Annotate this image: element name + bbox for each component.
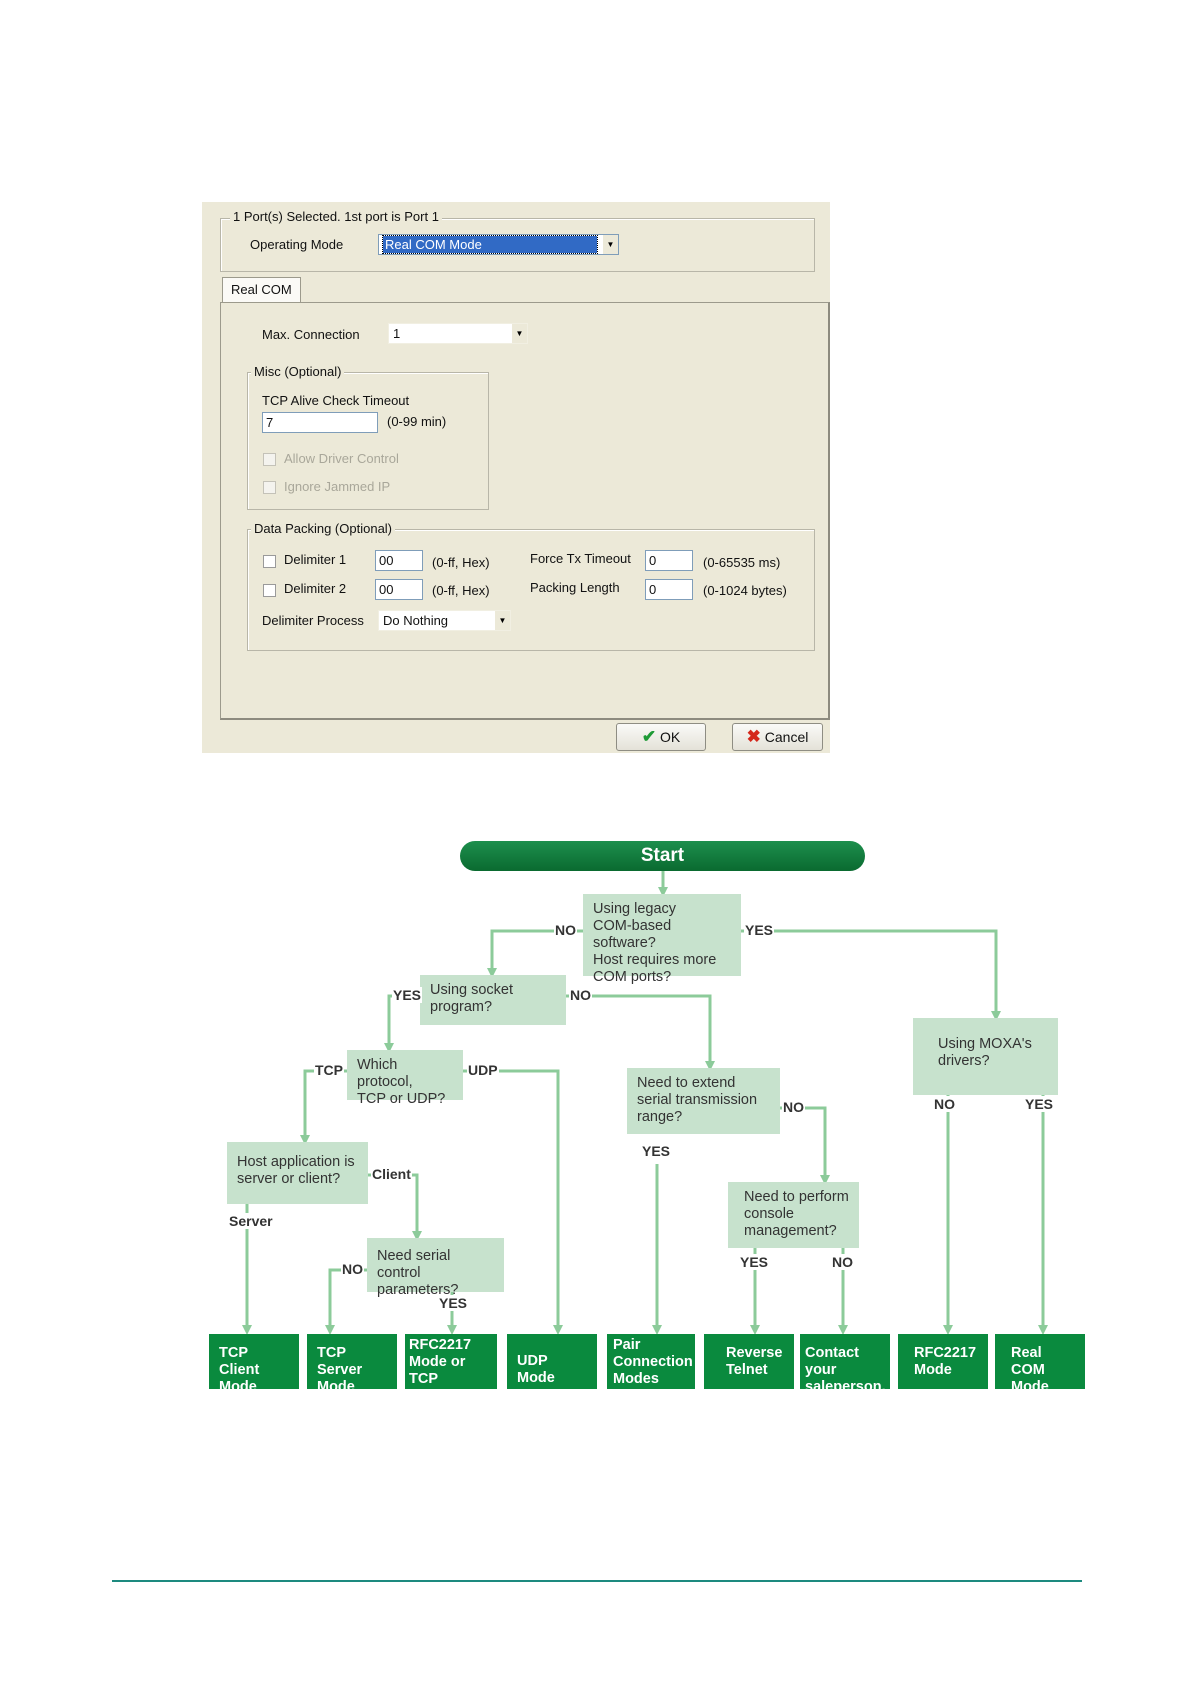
misc-group-title: Misc (Optional) — [251, 364, 345, 379]
packing-length-label: Packing Length — [530, 580, 620, 595]
q-socket-program: Using socket program? — [420, 975, 566, 1025]
port-selection-header: 1 Port(s) Selected. 1st port is Port 1 — [230, 209, 442, 224]
tcp-alive-input[interactable]: 7 — [262, 412, 378, 433]
label-extend-no: NO — [782, 1099, 805, 1115]
label-client: Client — [371, 1166, 412, 1182]
delimiter1-label: Delimiter 1 — [284, 552, 347, 567]
label-moxa-yes: YES — [1024, 1096, 1055, 1112]
label-legacy-yes: YES — [744, 922, 775, 938]
allow-driver-control-label: Allow Driver Control — [284, 451, 399, 466]
label-moxa-no: NO — [933, 1096, 956, 1112]
arrow-client — [368, 1173, 422, 1241]
mode-pair-connection: Pair Connection Modes — [607, 1334, 695, 1389]
delimiter1-checkbox[interactable] — [263, 555, 276, 568]
arrow-tcp — [300, 1069, 347, 1145]
label-console-yes: YES — [739, 1254, 770, 1270]
max-connection-value: 1 — [393, 326, 401, 341]
mode-tcp-server: TCP Server Mode — [307, 1334, 397, 1395]
mode-real-com: Real COM Mode — [995, 1334, 1085, 1395]
tcp-alive-label: TCP Alive Check Timeout — [262, 393, 410, 408]
mode-reverse-telnet: Reverse Telnet — [704, 1334, 794, 1389]
data-packing-title: Data Packing (Optional) — [251, 521, 396, 536]
checkmark-icon: ✔ — [641, 727, 657, 746]
data-packing-group — [247, 529, 815, 651]
arrow-udp — [463, 1069, 563, 1335]
delimiter2-input[interactable]: 00 — [375, 579, 423, 600]
mode-tcp-client: TCP Client Mode — [209, 1334, 299, 1395]
cancel-button[interactable]: ✖ Cancel — [732, 723, 823, 751]
ok-label: OK — [659, 729, 681, 745]
footer-rule — [112, 1580, 1082, 1582]
label-socket-no: NO — [569, 987, 592, 1003]
cancel-label: Cancel — [764, 729, 809, 745]
max-connection-label: Max. Connection — [262, 327, 360, 342]
q-console-management: Need to perform console management? — [728, 1182, 859, 1248]
force-tx-range: (0-65535 ms) — [703, 555, 781, 570]
arrow-extend-no — [780, 1106, 830, 1185]
label-server: Server — [228, 1213, 274, 1229]
arrow-socket-yes — [384, 994, 420, 1053]
label-extend-yes: YES — [641, 1143, 672, 1159]
tcp-alive-range: (0-99 min) — [387, 414, 447, 429]
chevron-down-icon[interactable]: ▼ — [512, 324, 527, 343]
delimiter2-hint: (0-ff, Hex) — [432, 583, 490, 598]
chevron-down-icon[interactable]: ▼ — [495, 611, 510, 630]
mode-contact-salesperson: Contact your saleperson. — [800, 1334, 890, 1395]
packing-length-range: (0-1024 bytes) — [703, 583, 787, 598]
arrow-socket-no — [566, 994, 715, 1071]
delimiter-process-value: Do Nothing — [383, 613, 449, 628]
ok-button[interactable]: ✔ OK — [616, 723, 706, 751]
port-settings-dialog: 1 Port(s) Selected. 1st port is Port 1 O… — [202, 202, 830, 753]
delimiter2-checkbox[interactable] — [263, 584, 276, 597]
misc-group — [247, 372, 489, 510]
tab-real-com[interactable]: Real COM — [222, 277, 301, 302]
force-tx-input[interactable]: 0 — [645, 550, 693, 571]
allow-driver-control-checkbox[interactable] — [263, 453, 276, 466]
mode-rfc2217: RFC2217 Mode — [898, 1334, 988, 1389]
q-serial-control: Need serial control parameters? — [367, 1238, 504, 1298]
chevron-down-icon[interactable]: ▼ — [603, 235, 618, 254]
operating-mode-value: Real COM Mode — [382, 235, 598, 254]
delimiter2-label: Delimiter 2 — [284, 581, 347, 596]
port-selection-group — [220, 218, 815, 272]
ignore-jammed-ip-checkbox[interactable] — [263, 481, 276, 494]
force-tx-label: Force Tx Timeout — [530, 551, 631, 566]
delimiter1-hint: (0-ff, Hex) — [432, 555, 490, 570]
delimiter-process-select[interactable]: Do Nothing ▼ — [378, 610, 511, 631]
delimiter1-input[interactable]: 00 — [375, 550, 423, 571]
label-ctrl-no: NO — [341, 1261, 364, 1277]
arrow-ctrl-no — [325, 1268, 367, 1335]
label-udp: UDP — [467, 1062, 499, 1078]
label-socket-yes: YES — [392, 987, 423, 1003]
close-icon: ✖ — [746, 727, 761, 746]
label-tcp: TCP — [314, 1062, 344, 1078]
q-moxa-drivers: Using MOXA's drivers? — [913, 1018, 1058, 1095]
arrow-legacy-yes — [741, 929, 1001, 1021]
mode-rfc2217-or-tcp-server: RFC2217 Mode or TCP Server Mode — [405, 1334, 497, 1421]
flow-start: Start — [460, 841, 865, 871]
mode-udp: UDP Mode — [507, 1334, 597, 1389]
delimiter-process-label: Delimiter Process — [262, 613, 364, 628]
q-protocol: Which protocol, TCP or UDP? — [347, 1050, 463, 1107]
operating-mode-select[interactable]: Real COM Mode ▼ — [378, 234, 619, 255]
q-legacy-software: Using legacy COM-based software? Host re… — [583, 894, 741, 985]
q-extend-range: Need to extend serial transmission range… — [627, 1068, 780, 1134]
packing-length-input[interactable]: 0 — [645, 579, 693, 600]
label-console-no: NO — [831, 1254, 854, 1270]
label-ctrl-yes: YES — [438, 1295, 469, 1311]
ignore-jammed-ip-label: Ignore Jammed IP — [284, 479, 391, 494]
operating-mode-label: Operating Mode — [250, 237, 344, 252]
label-legacy-no: NO — [554, 922, 577, 938]
q-host-server-client: Host application is server or client? — [227, 1142, 368, 1204]
max-connection-select[interactable]: 1 ▼ — [388, 323, 528, 344]
